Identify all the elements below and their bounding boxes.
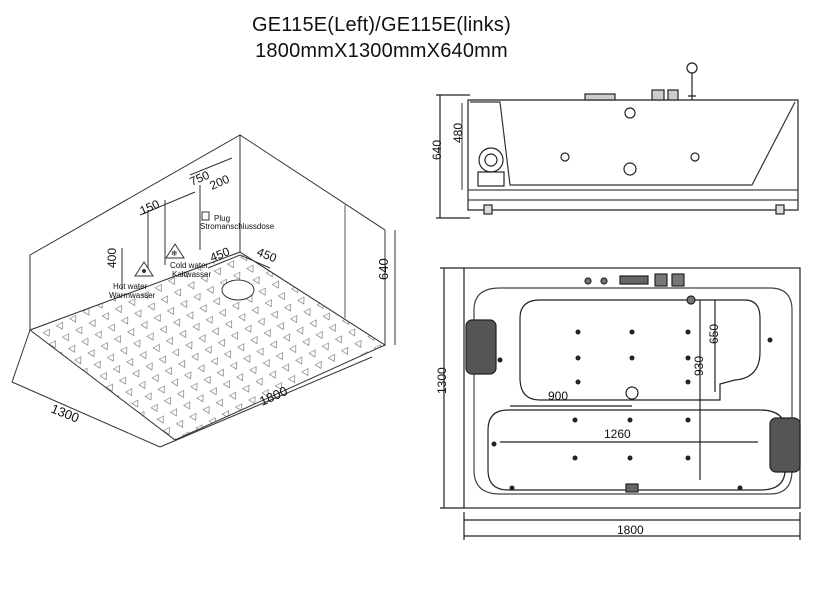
top-dim-650: 650 <box>707 324 721 344</box>
headrest-right <box>769 417 801 473</box>
top-dim-1800: 1800 <box>617 523 644 537</box>
basin-lower <box>487 409 786 491</box>
side-dim-480: 480 <box>451 123 465 143</box>
top-dim-1260: 1260 <box>604 427 631 441</box>
top-dim-900: 900 <box>548 389 568 403</box>
upper-jets <box>491 329 773 491</box>
basin-upper <box>519 299 761 401</box>
side-dim-640: 640 <box>430 140 444 160</box>
top-dim-1300: 1300 <box>435 367 449 394</box>
top-plan-view: 1300 1800 <box>435 267 801 540</box>
dimensions-title: 1800mmX1300mmX640mm <box>255 40 508 62</box>
cold-water-label: Cold water <box>170 261 209 270</box>
hot-water-label-de: Warmwasser <box>109 291 156 300</box>
tub-side-body <box>467 99 799 211</box>
side-elevation-view: 640 480 <box>430 62 799 219</box>
isometric-room-view: 1300 1800 640 150 750 200 400 Plug Strom… <box>11 134 396 448</box>
floor-drain <box>221 279 255 301</box>
cold-water-label-de: Kaltwasser <box>172 270 211 279</box>
right-wall <box>239 134 386 346</box>
faucet-icon <box>686 62 698 74</box>
iso-dim-400: 400 <box>105 248 119 268</box>
cold-water-icon <box>165 243 185 259</box>
tub-top-outline <box>463 267 801 509</box>
plug-label: Plug <box>214 214 230 223</box>
pipe-lines <box>147 185 201 270</box>
plug-label-de: Stromanschlussdose <box>200 222 275 231</box>
headrest-left <box>465 319 497 375</box>
plug-socket-icon <box>201 211 210 221</box>
iso-dim-1300: 1300 <box>49 401 81 426</box>
hot-water-label: Hot water <box>113 282 148 291</box>
drain-icon <box>625 386 639 400</box>
pump-icon <box>478 147 504 173</box>
top-dim-930: 930 <box>692 356 706 376</box>
model-title: GE115E(Left)/GE115E(links) <box>251 14 511 36</box>
iso-dim-640: 640 <box>376 258 391 280</box>
svg-text:❄: ❄ <box>171 249 178 258</box>
